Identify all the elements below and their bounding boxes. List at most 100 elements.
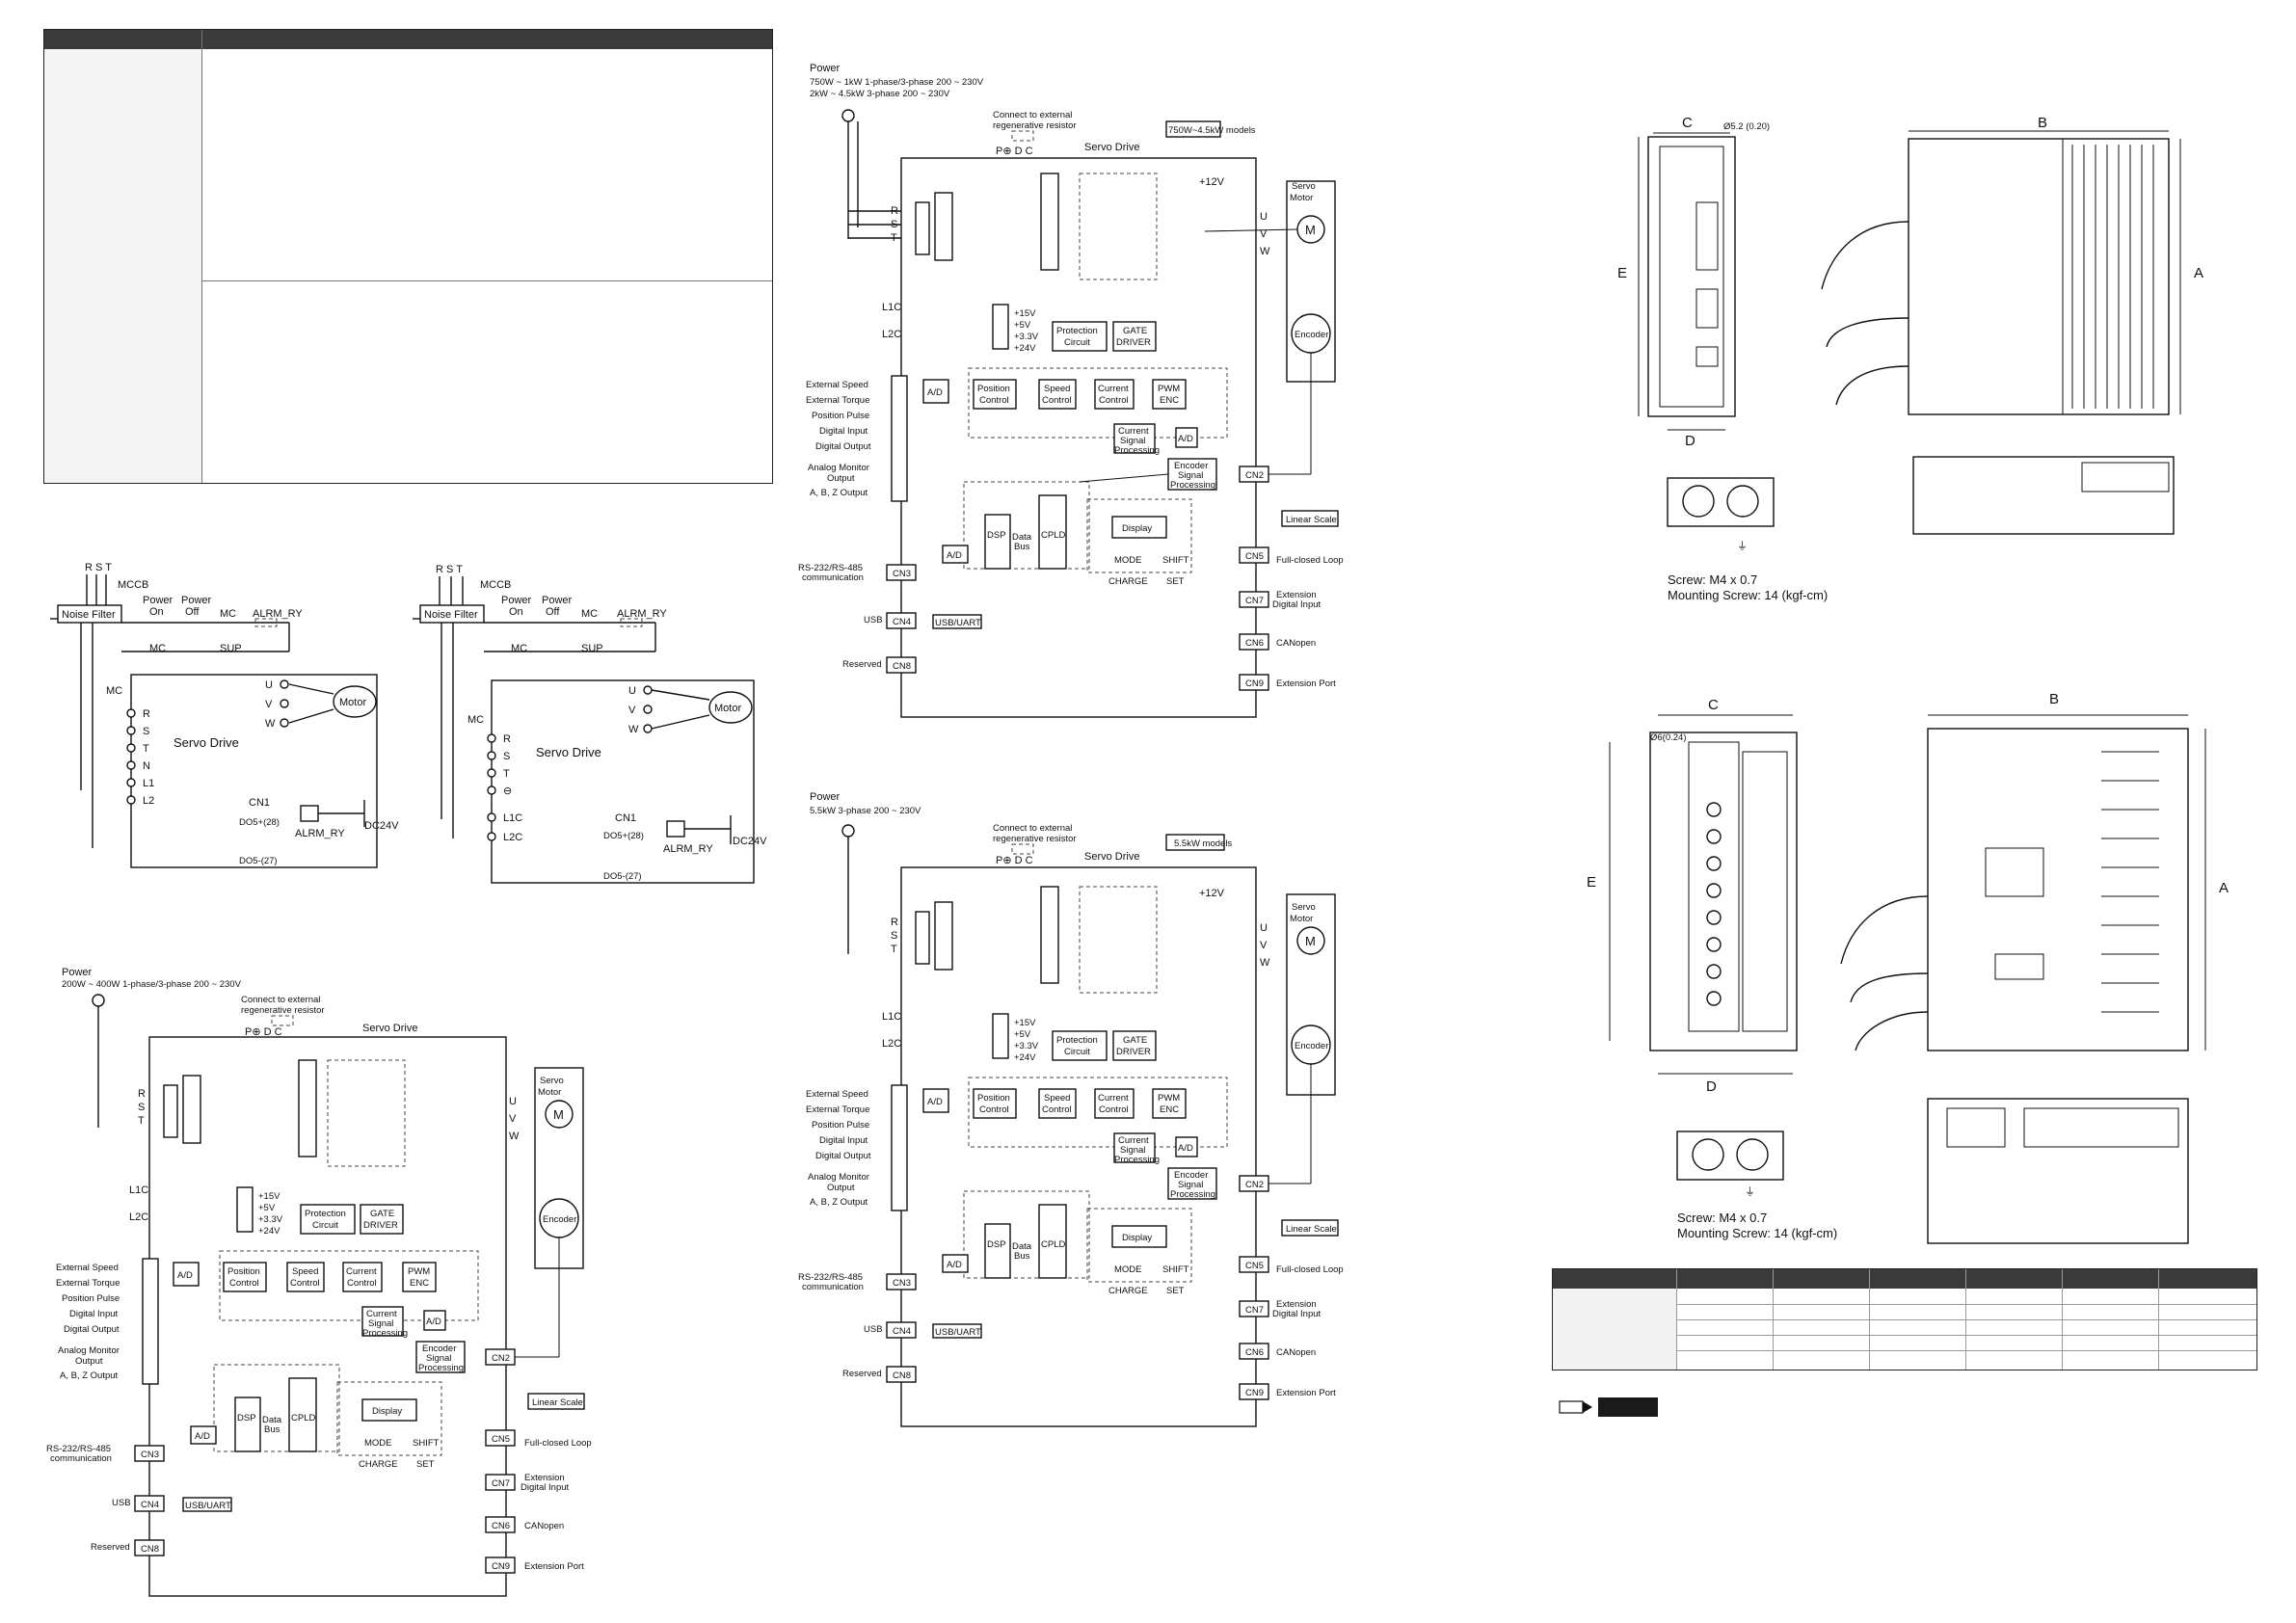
pencil-icon	[1559, 1400, 1584, 1414]
svg-text:CANopen: CANopen	[1276, 1347, 1316, 1358]
svg-text:5.5kW models: 5.5kW models	[1174, 838, 1232, 849]
drive-top-view-bottom	[1927, 1098, 2189, 1244]
cn-ports-1: CN5 Full-closed Loop CN3 RS-232/RS-485 c…	[798, 546, 1344, 691]
svg-text:CN3: CN3	[141, 1450, 159, 1460]
svg-text:Encoder: Encoder	[543, 1214, 576, 1225]
dim-e-top: E	[1617, 265, 1627, 281]
svg-text:U: U	[628, 685, 636, 697]
svg-text:communication: communication	[802, 572, 864, 583]
svg-text:A/D: A/D	[927, 1097, 943, 1107]
svg-text:CN4: CN4	[141, 1500, 159, 1510]
svg-text:Data: Data	[262, 1415, 282, 1425]
svg-text:W: W	[509, 1131, 520, 1142]
svg-text:Data: Data	[1012, 1241, 1032, 1252]
svg-text:SHIFT: SHIFT	[413, 1438, 440, 1449]
svg-text:Circuit: Circuit	[1064, 337, 1090, 348]
speed-control-box-1	[1038, 379, 1077, 410]
svg-text:+24V: +24V	[1014, 343, 1036, 354]
cn1-label: CN1	[249, 797, 270, 809]
cn1-block-1	[891, 375, 908, 502]
svg-text:CHARGE: CHARGE	[359, 1459, 398, 1470]
svg-text:Full-closed Loop: Full-closed Loop	[524, 1438, 592, 1449]
svg-text:T: T	[138, 1115, 145, 1127]
svg-text:External Torque: External Torque	[806, 395, 869, 406]
dim-c-bottom: C	[1708, 697, 1719, 713]
svg-text:SHIFT: SHIFT	[1162, 1264, 1189, 1275]
dim-a-bottom: A	[2219, 880, 2229, 896]
svg-text:Extension: Extension	[524, 1473, 565, 1483]
svg-text:CPLD: CPLD	[1041, 1239, 1065, 1250]
svg-text:+5V: +5V	[1014, 320, 1031, 331]
svg-text:Full-closed Loop: Full-closed Loop	[1276, 1264, 1344, 1275]
svg-text:MODE: MODE	[1114, 1264, 1142, 1275]
vent-slots-bottom	[2101, 751, 2159, 1013]
do5m-label: DO5-(27)	[239, 856, 278, 866]
alrm-ry-label-2: ALRM_RY	[617, 608, 667, 620]
svg-text:Digital Output: Digital Output	[815, 441, 871, 452]
svg-text:Position Pulse: Position Pulse	[812, 411, 869, 421]
svg-text:U: U	[509, 1096, 517, 1107]
svg-text:W: W	[1260, 957, 1270, 969]
svg-text:CN9: CN9	[1245, 1388, 1264, 1398]
svg-text:Processing: Processing	[1170, 1189, 1215, 1200]
svg-text:communication: communication	[50, 1453, 112, 1464]
svg-text:MC: MC	[106, 685, 122, 697]
block-diagram-200w-400w: Power 200W ~ 400W 1-phase/3-phase 200 ~ …	[46, 967, 592, 1597]
svg-text:Current: Current	[1098, 1093, 1129, 1104]
motor-label-2: Motor	[714, 703, 741, 714]
linear-scale-box-1	[1281, 510, 1339, 527]
svg-text:S: S	[138, 1102, 145, 1113]
spec-table	[43, 29, 773, 484]
encoder-label-1: Encoder	[1295, 330, 1328, 340]
svg-text:L1C: L1C	[129, 1184, 148, 1196]
power-title-3: Power	[62, 967, 93, 978]
servo-drive-label-2: Servo Drive	[536, 745, 601, 759]
svg-text:Output: Output	[75, 1356, 103, 1367]
servo-drive-box	[130, 674, 378, 868]
svg-text:Reserved: Reserved	[842, 659, 882, 670]
svg-text:External Speed: External Speed	[806, 1089, 868, 1100]
svg-text:Circuit: Circuit	[312, 1220, 338, 1231]
ad-box-1a	[922, 379, 949, 404]
noise-filter-label-2: Noise Filter	[424, 609, 478, 621]
svg-text:R: R	[891, 917, 898, 928]
svg-text:Encoder: Encoder	[422, 1344, 456, 1354]
svg-text:M: M	[1305, 223, 1316, 237]
svg-text:Digital Input: Digital Input	[819, 1135, 868, 1146]
svg-text:T: T	[143, 743, 149, 755]
svg-text:SET: SET	[1166, 576, 1185, 587]
svg-text:Current: Current	[1118, 1135, 1149, 1146]
svg-text:Processing: Processing	[1114, 445, 1160, 456]
svg-text:A, B, Z Output: A, B, Z Output	[60, 1370, 119, 1381]
svg-text:CN8: CN8	[893, 1370, 911, 1381]
svg-text:⏚: ⏚	[1745, 1185, 1755, 1198]
svg-text:Processing: Processing	[362, 1328, 408, 1339]
svg-text:V: V	[1260, 940, 1268, 951]
svg-text:Digital Input: Digital Input	[819, 426, 868, 437]
svg-text:L1C: L1C	[503, 812, 522, 824]
svg-text:+15V: +15V	[1014, 1018, 1036, 1028]
svg-text:L1C: L1C	[882, 1011, 901, 1023]
svg-text:RS-232/RS-485: RS-232/RS-485	[798, 563, 863, 573]
svg-text:L2: L2	[143, 795, 154, 807]
svg-text:Analog Monitor: Analog Monitor	[808, 463, 869, 473]
pwm-enc-box-1	[1152, 379, 1187, 410]
svg-text:L2C: L2C	[503, 832, 522, 843]
svg-text:USB: USB	[864, 615, 883, 625]
do5m-label-2: DO5-(27)	[603, 871, 642, 882]
svg-text:Display: Display	[1122, 1233, 1152, 1243]
svg-text:ALRM_RY: ALRM_RY	[663, 843, 713, 855]
svg-text:Signal: Signal	[426, 1353, 451, 1364]
svg-text:P⊕ D C: P⊕ D C	[245, 1026, 282, 1038]
note-tag	[1598, 1397, 1658, 1417]
svg-text:ENC: ENC	[1160, 1104, 1179, 1115]
svg-text:Signal: Signal	[368, 1318, 393, 1329]
cpld-box-1	[1038, 494, 1067, 570]
svg-text:+3.3V: +3.3V	[1014, 1041, 1039, 1051]
do5p-label-2: DO5+(28)	[603, 831, 644, 841]
gate-driver-box-1	[1112, 321, 1157, 352]
svg-text:Signal: Signal	[1120, 436, 1145, 446]
current-signal-box-1	[1113, 423, 1156, 454]
svg-text:+24V: +24V	[258, 1226, 280, 1237]
svg-text:R: R	[143, 708, 150, 720]
